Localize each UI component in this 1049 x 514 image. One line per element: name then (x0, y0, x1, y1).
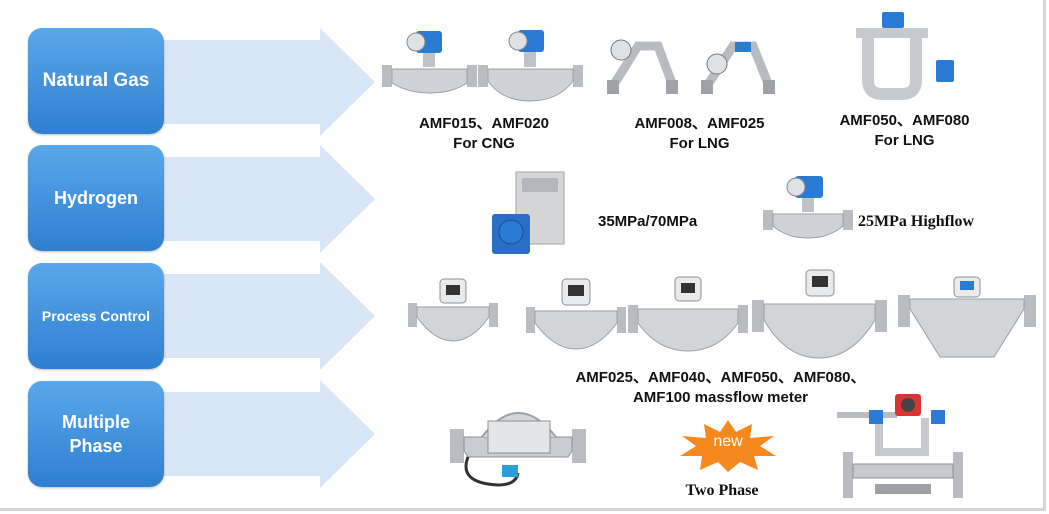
natural-gas-group3-label: AMF050、AMF080 For LNG (822, 111, 987, 151)
process-meter-5-image (898, 276, 1036, 358)
two-phase-skid-image (837, 394, 963, 498)
natural-gas-group1-label: AMF015、AMF020 For CNG (404, 114, 564, 154)
hydrogen-cabinet-image (492, 171, 565, 254)
hydrogen-pressure-label: 35MPa/70MPa (598, 213, 698, 230)
arrow-process-control (160, 262, 375, 370)
arrow-hydrogen (160, 145, 375, 253)
new-badge-icon (680, 420, 776, 472)
multiphase-meter-image (450, 412, 586, 487)
usage-text: For LNG (669, 135, 730, 152)
arrow-multiple-phase (160, 380, 375, 488)
natural-gas-group2-label: AMF008、AMF025 For LNG (617, 114, 782, 154)
category-natural-gas[interactable]: Natural Gas (28, 28, 164, 134)
flowmeter-amf015-image (382, 31, 477, 94)
usage-text: For CNG (453, 135, 515, 152)
category-label: Natural Gas (42, 70, 150, 91)
usage-text: For LNG (874, 132, 935, 149)
two-phase-label: Two Phase (685, 482, 759, 499)
hydrogen-highflow-label: 25MPa Highflow (858, 213, 974, 230)
model-text: AMF050、AMF080 (839, 112, 970, 129)
process-meter-4-image (752, 269, 887, 359)
process-meter-2-image (526, 278, 626, 350)
category-label: Hydrogen (53, 187, 138, 208)
process-meter-3-image (628, 276, 748, 352)
hydrogen-highflow-image (763, 176, 853, 239)
category-hydrogen[interactable]: Hydrogen (28, 145, 164, 251)
model-text: AMF008、AMF025 (634, 115, 765, 132)
category-label: Multiple Phase (62, 412, 130, 456)
process-control-label: AMF025、AMF040、AMF050、AMF080、 AMF100 mass… (548, 368, 893, 408)
category-label: Process Control (41, 308, 151, 324)
flowmeter-amf050-image (856, 12, 954, 100)
category-process-control[interactable]: Process Control (28, 263, 164, 369)
arrow-natural-gas (160, 28, 375, 136)
flowmeter-amf008-image (607, 39, 678, 94)
process-meter-1-image (408, 278, 498, 342)
usage-text: AMF100 massflow meter (632, 389, 809, 406)
category-multiple-phase[interactable]: Multiple Phase (28, 381, 164, 487)
flowmeter-amf025-lng-image (701, 41, 775, 94)
new-badge-text: new (713, 433, 743, 450)
model-text: AMF015、AMF020 (418, 115, 550, 132)
model-text: AMF025、AMF040、AMF050、AMF080、 (575, 369, 866, 386)
flowmeter-amf020-image (478, 30, 583, 102)
